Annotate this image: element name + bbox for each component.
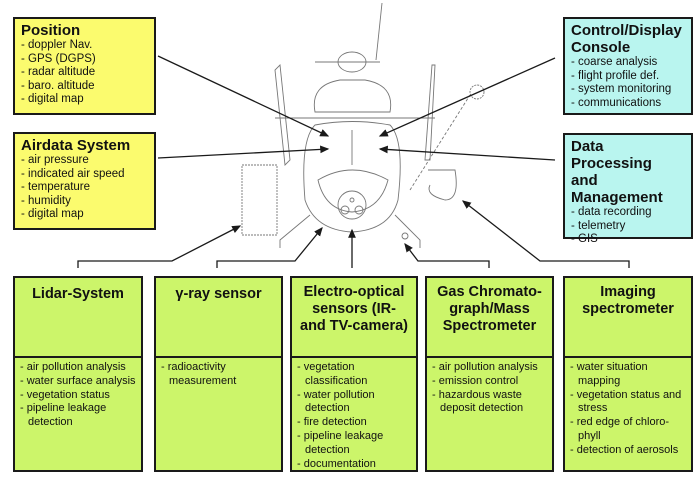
sensor-item: - air pollution analysis [432, 361, 538, 373]
sensor-title: Electro-optical sensors (IR- and TV-came… [292, 278, 416, 358]
arrow-dataproc [378, 145, 556, 161]
sensor-title: Lidar-System [15, 278, 141, 358]
sensor-item: - vegetation status [20, 388, 110, 401]
data-processing-item: - telemetry [571, 219, 626, 232]
sensor-item: - vegetation status and stress [570, 388, 682, 415]
position-item: - GPS (DGPS) [21, 52, 96, 65]
position-item: - radar altitude [21, 66, 96, 78]
data-processing-title-line: Data Processing [571, 138, 652, 172]
left-blade [274, 64, 291, 166]
sensor-item: - fire detection [297, 416, 367, 429]
sensor-item: - documentation [297, 457, 376, 470]
sensor-item: - red edge of chloro-phyll [570, 416, 670, 442]
airdata-item: - digital map [21, 208, 84, 220]
sensor-item: - water pollution detection [297, 388, 375, 415]
sensor-box-gamma: γ-ray sensor - radioactivity measurement [154, 276, 283, 472]
sensor-title: γ-ray sensor [156, 278, 281, 358]
data-processing-item: - GIS [571, 233, 598, 245]
control-display-title-line: Control/Display [571, 22, 682, 39]
sensor-item: - water situation mapping [570, 361, 648, 387]
position-title: Position [21, 22, 81, 39]
arrow-position [157, 55, 330, 137]
position-item: - digital map [21, 93, 84, 105]
airdata-item: - air pressure [21, 154, 89, 166]
arrow-control [378, 57, 556, 137]
position-item: - baro. altitude [21, 79, 95, 92]
control-display-item: - communications [571, 96, 662, 109]
control-display-title-line: Console [571, 39, 631, 56]
helicopter-drawing [241, 2, 485, 248]
control-display-item: - system monitoring [571, 83, 672, 95]
arrow-gamma [216, 226, 323, 268]
sensor-title: Imaging spectrometer [565, 278, 691, 358]
sensor-item: - water surface analysis [20, 374, 136, 387]
airdata-item: - indicated air speed [21, 167, 125, 180]
sensor-item: - pipeline leakage detection [20, 402, 107, 429]
sensor-item: - hazardous waste deposit detection [432, 388, 524, 415]
gas-inlet [401, 232, 409, 240]
right-skid [394, 214, 421, 248]
sensor-box-lidar: Lidar-System - air pollution analysis - … [13, 276, 143, 472]
sensor-item: - pipeline leakage detection [297, 429, 384, 456]
camera-turret [337, 190, 367, 220]
sensor-item: - vegetation classification [297, 361, 368, 387]
position-item: - doppler Nav. [21, 39, 93, 51]
airdata-title: Airdata System [21, 137, 131, 154]
position-box: Position - doppler Nav. - GPS (DGPS) - r… [13, 17, 156, 115]
sensor-item: - detection of aerosols [570, 443, 679, 456]
data-processing-box: Data Processing and Management - data re… [563, 133, 693, 245]
sensor-item: - radioactivity measurement [161, 361, 237, 387]
boom [409, 94, 471, 191]
arrow-lidar [77, 225, 242, 268]
sensor-box-gas-chromatograph: Gas Chromato-graph/Mass Spectrometer - a… [425, 276, 554, 472]
control-display-box: Control/Display Console - coarse analysi… [563, 17, 693, 115]
airdata-box: Airdata System - air pressure - indicate… [13, 132, 156, 230]
antenna [375, 2, 383, 61]
arrow-imaging [461, 200, 630, 268]
fuselage [303, 121, 401, 233]
chin [317, 169, 389, 213]
sensor-title: Gas Chromato-graph/Mass Spectrometer [427, 278, 552, 358]
data-processing-title-line: Management [571, 189, 663, 206]
data-processing-item: - data recording [571, 206, 652, 218]
rotor-hub [337, 51, 367, 73]
airdata-item: - temperature [21, 181, 91, 193]
arrow-airdata [157, 145, 330, 159]
spectrometer-pod [428, 169, 457, 201]
right-blade [424, 64, 436, 161]
left-skid [279, 214, 311, 248]
cowling [313, 79, 392, 113]
control-display-item: - flight profile def. [571, 69, 660, 82]
sensor-item: - emission control [432, 374, 519, 387]
arrow-gas [404, 242, 490, 268]
control-display-item: - coarse analysis [571, 56, 658, 68]
data-processing-title-line: and [571, 172, 598, 189]
sensor-item: - air pollution analysis [20, 361, 126, 373]
sensor-box-electro-optical: Electro-optical sensors (IR- and TV-came… [290, 276, 418, 472]
airdata-item: - humidity [21, 194, 71, 207]
sensor-box-imaging-spectrometer: Imaging spectrometer - water situation m… [563, 276, 693, 472]
lidar-pod [241, 164, 278, 236]
connector-lines [77, 55, 630, 268]
